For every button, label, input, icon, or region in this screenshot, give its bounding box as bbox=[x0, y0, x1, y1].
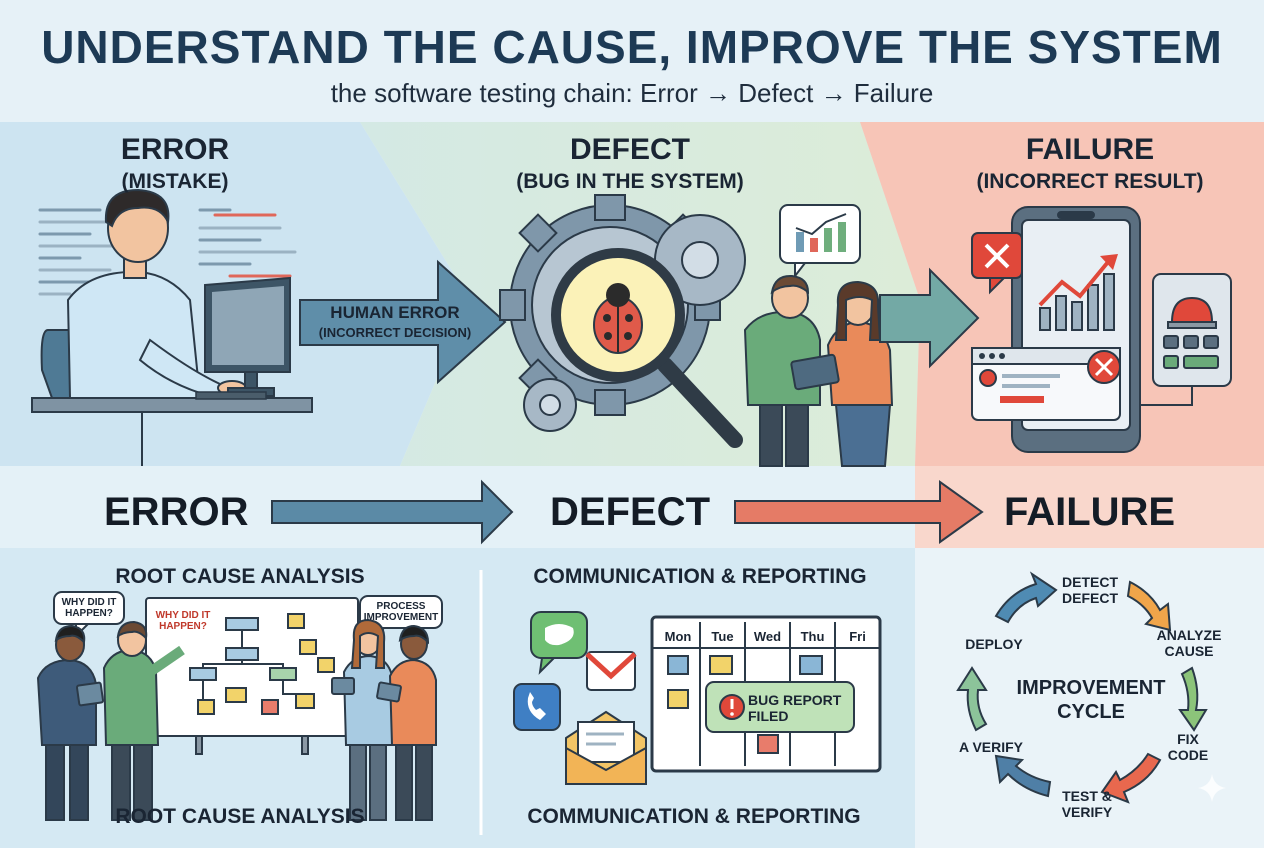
cycle-step-verify: A VERIFY bbox=[958, 739, 1024, 755]
calendar-day: Mon bbox=[664, 629, 692, 644]
flow-arrow-defect-failure bbox=[734, 480, 984, 544]
calendar-day: Wed bbox=[753, 629, 782, 644]
page-subtitle: the software testing chain: Error → Defe… bbox=[330, 78, 934, 108]
human-error-sublabel: (INCORRECT DECISION) bbox=[318, 325, 472, 340]
cycle-center: IMPROVEMENT CYCLE bbox=[1016, 677, 1166, 723]
sparkle-icon bbox=[1198, 774, 1226, 802]
header: UNDERSTAND THE CAUSE, IMPROVE THE SYSTEM… bbox=[0, 0, 1264, 122]
mail-icon bbox=[585, 651, 637, 691]
computer-monitor bbox=[195, 276, 291, 400]
cycle-step-analyze: ANALYZE CAUSE bbox=[1156, 627, 1222, 659]
failure-subtitle: (INCORRECT RESULT) bbox=[976, 170, 1204, 193]
flow-arrow-error-defect bbox=[271, 479, 514, 545]
human-error-label: HUMAN ERROR bbox=[330, 303, 460, 322]
flow-error: ERROR bbox=[104, 490, 249, 534]
error-subtitle: (MISTAKE) bbox=[121, 170, 229, 193]
calendar-day: Tue bbox=[711, 629, 734, 644]
defect-to-failure-arrow bbox=[879, 267, 980, 369]
desk bbox=[31, 397, 313, 413]
defect-subtitle: (BUG IN THE SYSTEM) bbox=[516, 170, 744, 193]
why-bubble-text: WHY DID IT HAPPEN? bbox=[61, 597, 117, 619]
human-error-arrow bbox=[299, 259, 507, 385]
envelope-icon bbox=[565, 710, 647, 785]
error-popup bbox=[971, 347, 1121, 421]
flow-failure: FAILURE bbox=[1004, 490, 1176, 534]
bug-report-badge bbox=[705, 681, 855, 733]
phone-call-icon bbox=[513, 683, 561, 731]
page-title: UNDERSTAND THE CAUSE, IMPROVE THE SYSTEM bbox=[41, 21, 1223, 73]
cycle-step-fix: FIX CODE bbox=[1167, 731, 1209, 763]
analysis-team bbox=[36, 618, 437, 821]
magnifier-bug bbox=[551, 248, 743, 448]
bug-report-text: BUG REPORT FILED bbox=[748, 692, 842, 724]
cycle-step-deploy: DEPLOY bbox=[965, 636, 1023, 652]
chart-bubble bbox=[779, 204, 861, 279]
error-window bbox=[971, 232, 1023, 295]
flow-defect: DEFECT bbox=[550, 490, 710, 534]
root-cause-title: ROOT CAUSE ANALYSIS bbox=[115, 565, 365, 588]
calendar-day: Thu bbox=[800, 629, 825, 644]
defect-title: DEFECT bbox=[570, 133, 690, 166]
error-title: ERROR bbox=[120, 133, 230, 166]
communication-footer: COMMUNICATION & REPORTING bbox=[527, 805, 861, 828]
alarm-console bbox=[1140, 273, 1232, 406]
whiteboard bbox=[145, 597, 359, 755]
chat-icon bbox=[530, 611, 588, 675]
testers-with-tablet bbox=[743, 274, 894, 467]
communication-title: COMMUNICATION & REPORTING bbox=[533, 565, 867, 588]
cycle-step-test: TEST & VERIFY bbox=[1061, 788, 1113, 820]
cycle-step-detect: DETECT DEFECT bbox=[1062, 574, 1118, 606]
board-why-text: WHY DID IT HAPPEN? bbox=[155, 610, 211, 632]
root-cause-footer: ROOT CAUSE ANALYSIS bbox=[115, 805, 365, 828]
process-bubble-text: PROCESS IMPROVEMENT bbox=[363, 601, 439, 623]
developer-person bbox=[66, 188, 247, 399]
failure-title: FAILURE bbox=[1025, 133, 1155, 166]
calendar-day: Fri bbox=[849, 629, 866, 644]
cycle-arrows bbox=[956, 571, 1208, 804]
